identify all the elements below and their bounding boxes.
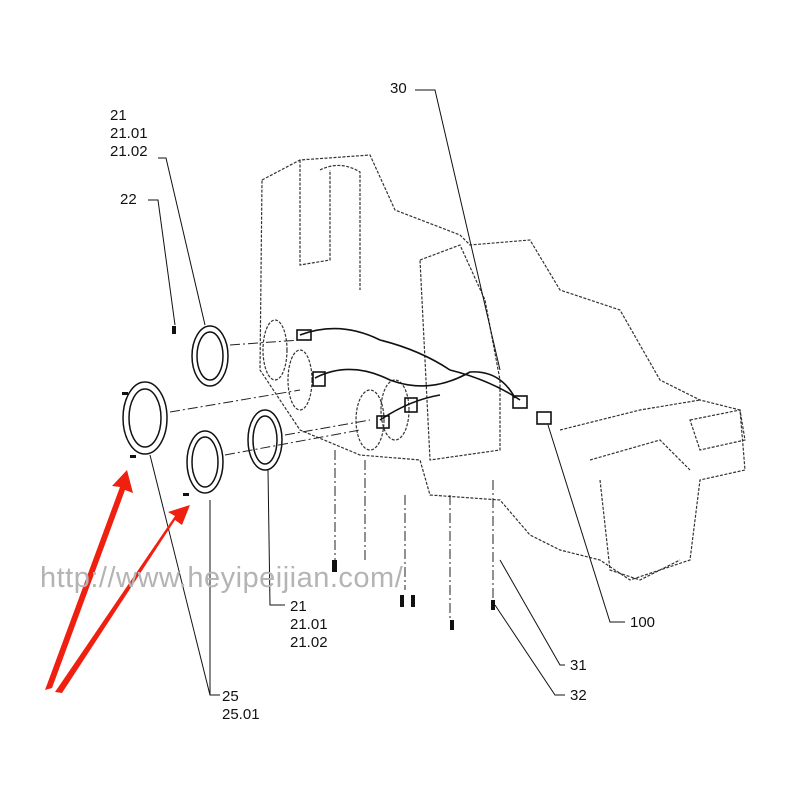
callout-label: 21.01	[110, 125, 148, 142]
callout-label: 25	[222, 688, 239, 705]
callout-22: 22	[120, 191, 137, 208]
callout-label: 21.02	[110, 143, 148, 160]
callout-31: 31	[570, 657, 587, 674]
callout-21-bottom: 21 21.01 21.02	[290, 598, 328, 652]
red-arrow-icon	[45, 470, 133, 690]
callout-21-top: 21 21.01 21.02	[110, 107, 148, 161]
callout-label: 21.01	[290, 616, 328, 633]
callout-30: 30	[390, 80, 407, 97]
lamps	[122, 325, 283, 494]
red-arrows	[45, 470, 190, 693]
callout-25: 25 25.01	[222, 688, 260, 724]
assembly-centerlines	[169, 339, 494, 620]
callout-label: 21	[290, 598, 307, 615]
wiring-harness	[296, 327, 552, 429]
callout-label: 21	[110, 107, 127, 124]
watermark: http://www.heyipeijian.com/	[40, 562, 404, 594]
leader-lines	[148, 89, 625, 696]
callout-label: 25.01	[222, 706, 260, 723]
callout-100: 100	[630, 614, 656, 631]
red-arrow-icon	[55, 505, 190, 693]
fasteners	[122, 326, 495, 630]
housing-outline	[259, 154, 746, 581]
callout-32: 32	[570, 687, 587, 704]
callout-label: 21.02	[290, 634, 328, 651]
